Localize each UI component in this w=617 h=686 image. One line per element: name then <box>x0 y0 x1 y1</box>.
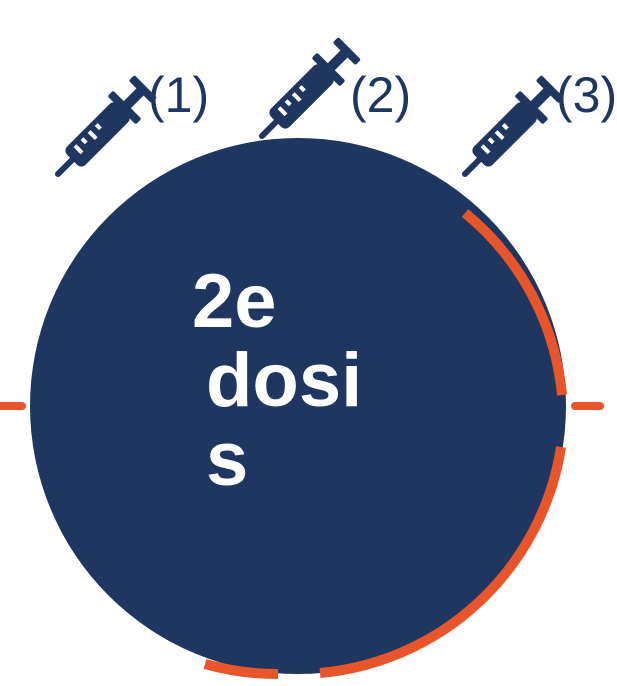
center-line-3: s <box>206 417 249 502</box>
center-circle <box>30 138 566 674</box>
dose-label-3: (3) <box>556 67 617 123</box>
dose-label-1: (1) <box>148 67 210 123</box>
syringe-icon-2 <box>262 34 364 136</box>
arc-segment-bottom <box>203 659 279 680</box>
arc-segment-top-right <box>461 209 567 396</box>
dose-label-2: (2) <box>350 67 412 123</box>
center-label: 2e dosi s <box>192 262 392 499</box>
center-line-1: 2e <box>192 259 277 344</box>
arc-segment-bottom-right <box>319 446 566 678</box>
center-line-2: dosi <box>206 338 363 423</box>
syringe-icon-3 <box>465 72 567 174</box>
syringe-icon-1 <box>58 72 160 174</box>
